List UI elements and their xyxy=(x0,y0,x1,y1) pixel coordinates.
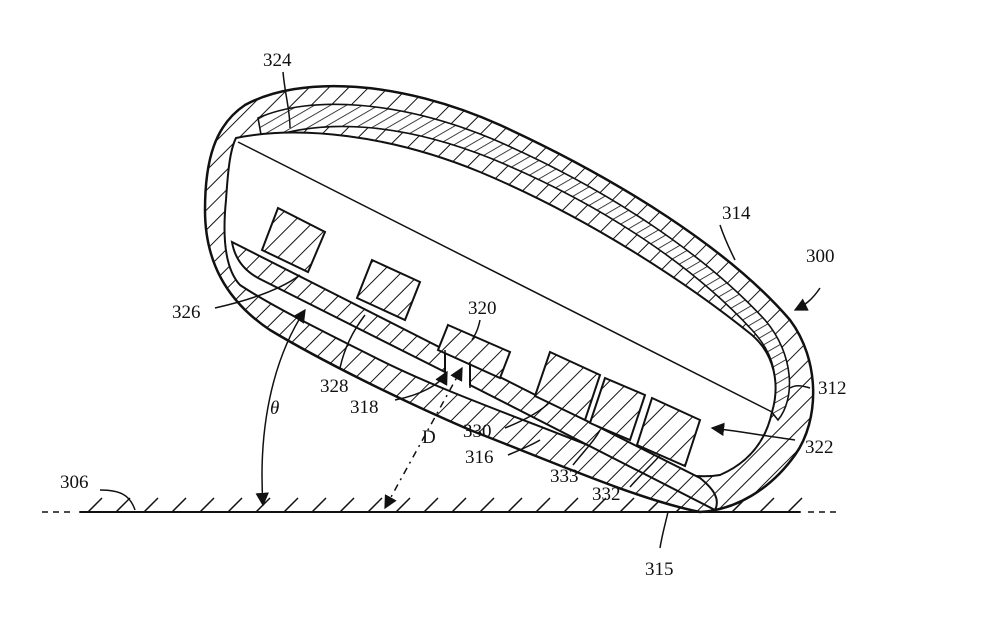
label-330: 330 xyxy=(463,421,492,442)
label-300: 300 xyxy=(806,246,835,267)
ground-hatch-tick xyxy=(619,497,635,513)
component-333 xyxy=(588,376,647,442)
label-316: 316 xyxy=(465,447,494,468)
ground-hatch-tick xyxy=(367,497,383,513)
label-324: 324 xyxy=(263,50,292,71)
ground-hatch-tick xyxy=(507,497,523,513)
ground-hatch-tick xyxy=(87,497,103,513)
label-333: 333 xyxy=(550,466,579,487)
ground-hatch-tick xyxy=(171,497,187,513)
ground-hatch-tick xyxy=(535,497,551,513)
leader-lines xyxy=(99,71,821,549)
ground-hatch-tick xyxy=(395,497,411,513)
label-318: 318 xyxy=(350,397,379,418)
component-328 xyxy=(355,258,422,322)
component-332 xyxy=(635,396,702,468)
component-326 xyxy=(260,206,327,274)
inner-cavity xyxy=(223,131,777,478)
base-wall-right xyxy=(469,360,718,512)
label-332: 332 xyxy=(592,484,621,505)
ground-hatch-tick xyxy=(759,497,775,513)
distance-line xyxy=(384,366,463,510)
ground-hatch-tick xyxy=(591,497,607,513)
ground-hatch-tick xyxy=(115,497,131,513)
label-312: 312 xyxy=(818,378,847,399)
ground-hatch-tick xyxy=(311,497,327,513)
label-d: D xyxy=(422,427,436,448)
label-326: 326 xyxy=(172,302,201,323)
label-320: 320 xyxy=(468,298,497,319)
component-330 xyxy=(533,350,602,422)
ground-hatch-tick xyxy=(479,497,495,513)
inner-layer xyxy=(257,103,791,422)
ground-hatch-tick xyxy=(283,497,299,513)
ground-hatch-tick xyxy=(143,497,159,513)
ground-hatch-tick xyxy=(423,497,439,513)
base-wall xyxy=(230,240,446,374)
ground-hatch-tick xyxy=(227,497,243,513)
component-320 xyxy=(436,323,512,380)
label-315: 315 xyxy=(645,559,674,580)
ground-hatch-tick xyxy=(339,497,355,513)
label-322: 322 xyxy=(805,437,834,458)
internal-plate-line xyxy=(237,141,773,413)
label-314: 314 xyxy=(722,203,751,224)
label-306: 306 xyxy=(60,472,89,493)
ground-hatch-tick xyxy=(563,497,579,513)
label-theta: θ xyxy=(270,398,279,419)
ground-hatch-tick xyxy=(451,497,467,513)
label-328: 328 xyxy=(320,376,349,397)
ground-hatch-tick xyxy=(199,497,215,513)
angle-arc xyxy=(255,308,306,507)
ground-hatch-tick xyxy=(787,497,803,513)
